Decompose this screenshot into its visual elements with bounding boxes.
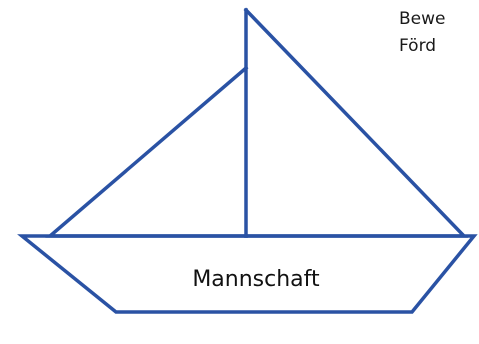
left-sail xyxy=(50,68,246,236)
side-text-line-2: Förd xyxy=(399,36,479,56)
hull-label: Mannschaft xyxy=(192,267,320,292)
side-text-line-1: Bewe xyxy=(399,9,479,29)
